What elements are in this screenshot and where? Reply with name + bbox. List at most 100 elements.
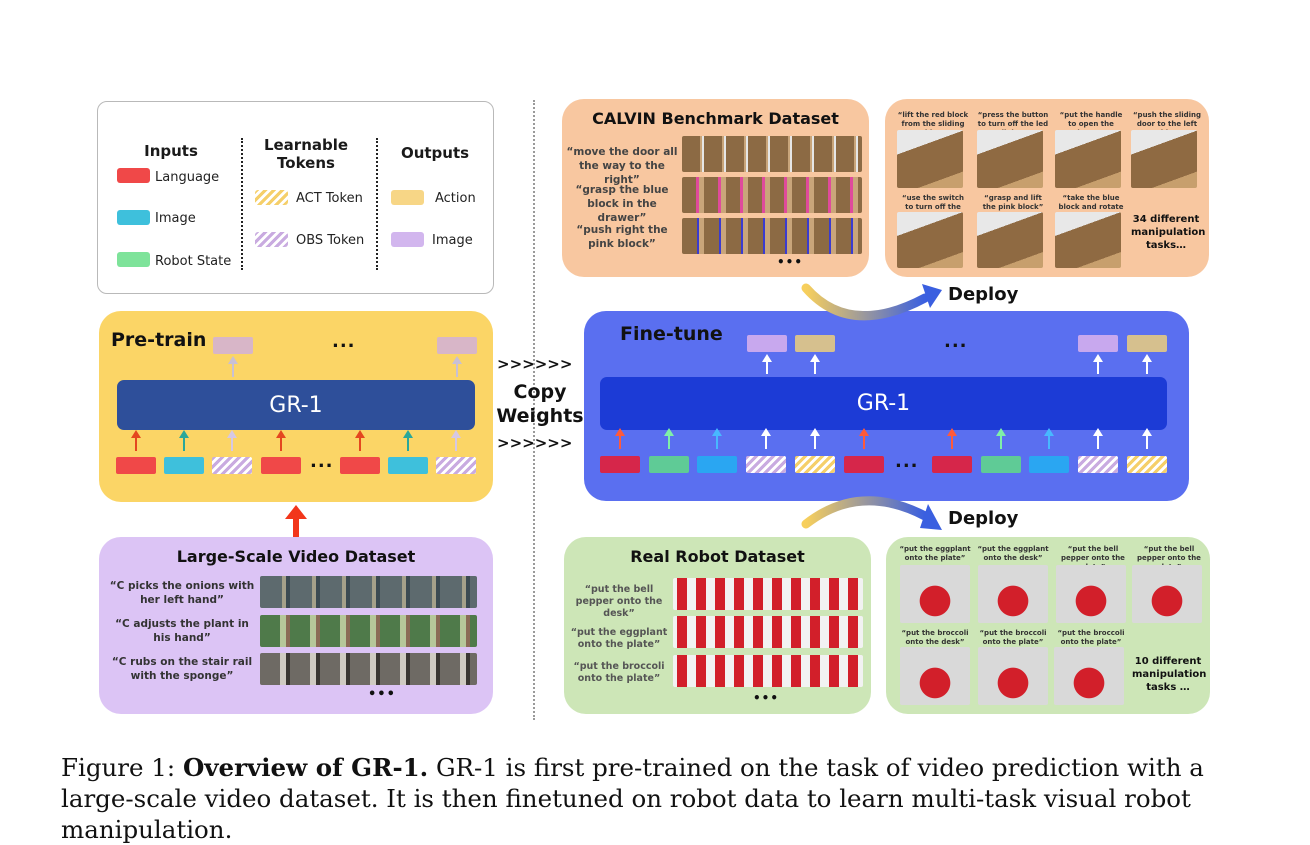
- video-caption-2: “C adjusts the plant in his hand”: [115, 618, 249, 644]
- video-caption-1: “C picks the onions with her left hand”: [109, 580, 255, 606]
- ft-tokens-token-language: [844, 456, 884, 473]
- finetune-output-arrow-3: [1093, 354, 1103, 374]
- act-token-swatch: [255, 190, 288, 205]
- ft-tokens-arrow-language: [615, 428, 625, 449]
- video-to-pretrain-arrow: [285, 505, 307, 537]
- pretrain-output-arrow-1: [228, 356, 238, 377]
- finetune-output-arrow-2: [810, 354, 820, 374]
- real-task-image-3: [1056, 565, 1126, 623]
- real-task-image-2: [978, 565, 1048, 623]
- ft-tokens-token-obs: [1078, 456, 1118, 473]
- pretrain-output-token-1: [213, 337, 253, 354]
- ft-tokens-token-obs: [746, 456, 786, 473]
- ft-tokens-token-image: [697, 456, 737, 473]
- real-robot-caption-3: “put the broccoli onto the plate”: [573, 661, 665, 684]
- ft-tokens-arrow-state: [996, 428, 1006, 449]
- calvin-task-image-3: [1055, 130, 1121, 188]
- finetune-output-image-1: [747, 335, 787, 352]
- ft-tokens-arrow-language: [947, 428, 957, 449]
- calvin-task-label-6: “grasp and lift the pink block”: [982, 194, 1044, 211]
- real-robot-caption-2: “put the eggplant onto the plate”: [570, 627, 668, 650]
- ft-tokens-token-language: [600, 456, 640, 473]
- pt-tokens-arrow-image: [179, 430, 189, 451]
- finetune-output-arrow-4: [1142, 354, 1152, 374]
- ft-tokens-arrow-image: [1044, 428, 1054, 449]
- finetune-ellipsis-bottom: ...: [895, 451, 919, 472]
- real-robot-title: Real Robot Dataset: [630, 547, 805, 566]
- legend-act-token: ACT Token: [296, 191, 363, 206]
- pt-tokens-token-language: [261, 457, 301, 474]
- finetune-output-image-2: [1078, 335, 1118, 352]
- pt-tokens-token-obs: [436, 457, 476, 474]
- real-robot-more-indicator: •••: [753, 691, 780, 705]
- pt-tokens-arrow-language: [276, 430, 286, 451]
- pt-tokens-token-language: [116, 457, 156, 474]
- pt-tokens-token-image: [388, 457, 428, 474]
- calvin-task-image-4: [1131, 130, 1197, 188]
- deploy-arrow-bottom: [801, 496, 942, 530]
- real-task-image-5: [900, 647, 970, 705]
- ft-tokens-token-act: [1127, 456, 1167, 473]
- finetune-output-action-1: [795, 335, 835, 352]
- ft-tokens-arrow-act: [810, 428, 820, 449]
- finetune-ellipsis-top: ...: [944, 331, 968, 352]
- legend-divider-2: [376, 138, 378, 270]
- pt-tokens-arrow-obs: [451, 430, 461, 451]
- legend-language: Language: [155, 170, 220, 185]
- calvin-task-image-7: [1055, 212, 1121, 268]
- copy-label-line1: Copy: [513, 381, 567, 403]
- pretrain-ellipsis-top: ...: [332, 331, 356, 352]
- deploy-arrow-top: [801, 283, 942, 321]
- deploy-label-bottom: Deploy: [948, 508, 1019, 529]
- real-task-image-6: [978, 647, 1048, 705]
- pt-tokens-token-image: [164, 457, 204, 474]
- video-dataset-panel: Large-Scale Video Dataset “C picks the o…: [99, 537, 493, 714]
- legend-inputs-title: Inputs: [144, 142, 198, 160]
- real-task-label-5: “put the broccoli onto the desk”: [901, 629, 969, 646]
- pretrain-panel: Pre-train ... GR-1 ...: [99, 311, 493, 502]
- pretrain-gr1-model: GR-1: [117, 380, 475, 430]
- copy-arrows-top: >>>>>>: [497, 355, 573, 373]
- real-task-image-1: [900, 565, 970, 623]
- legend-obs-token: OBS Token: [296, 233, 365, 248]
- calvin-frames-strip-1: [682, 136, 862, 172]
- real-robot-tasks-panel: “put the eggplant onto the plate” “put t…: [886, 537, 1210, 714]
- calvin-caption-3: “push right the pink block”: [576, 224, 668, 250]
- calvin-task-image-2: [977, 130, 1043, 188]
- video-caption-3: “C rubs on the stair rail with the spong…: [111, 656, 253, 682]
- legend-action: Action: [435, 191, 476, 206]
- section-separator: [533, 100, 535, 720]
- real-task-label-6: “put the broccoli onto the plate”: [979, 629, 1047, 646]
- ft-tokens-token-state: [981, 456, 1021, 473]
- ft-tokens-arrow-image: [712, 428, 722, 449]
- pretrain-output-arrow-2: [452, 356, 462, 377]
- real-task-image-4: [1132, 565, 1202, 623]
- calvin-task-image-1: [897, 130, 963, 188]
- video-frames-strip-3: [260, 653, 477, 685]
- pt-tokens-arrow-language: [355, 430, 365, 451]
- action-swatch: [391, 190, 424, 205]
- finetune-gr1-model: GR-1: [600, 377, 1167, 430]
- ft-tokens-arrow-obs: [761, 428, 771, 449]
- calvin-more-indicator: •••: [777, 255, 804, 269]
- calvin-title: CALVIN Benchmark Dataset: [592, 109, 839, 128]
- pt-tokens-arrow-language: [131, 430, 141, 451]
- legend-outputs-title: Outputs: [400, 144, 470, 162]
- image-output-swatch: [391, 232, 424, 247]
- real-robot-frames-strip-2: [673, 616, 863, 648]
- pretrain-output-token-2: [437, 337, 477, 354]
- pt-tokens-arrow-image: [403, 430, 413, 451]
- calvin-task-image-5: [897, 212, 963, 268]
- real-task-image-7: [1054, 647, 1124, 705]
- legend-box: Inputs Learnable Tokens Outputs Language…: [97, 101, 494, 294]
- copy-arrows-bottom: >>>>>>: [497, 434, 573, 452]
- finetune-panel: Fine-tune ... GR-1 ...: [584, 311, 1189, 501]
- real-robot-caption-1: “put the bell pepper onto the desk”: [575, 584, 663, 619]
- language-swatch: [117, 168, 150, 183]
- ft-tokens-arrow-language: [859, 428, 869, 449]
- pretrain-ellipsis-bottom: ...: [310, 451, 334, 472]
- ft-tokens-token-act: [795, 456, 835, 473]
- caption-bold: Overview of GR-1.: [182, 753, 429, 782]
- ft-tokens-token-state: [649, 456, 689, 473]
- finetune-output-action-2: [1127, 335, 1167, 352]
